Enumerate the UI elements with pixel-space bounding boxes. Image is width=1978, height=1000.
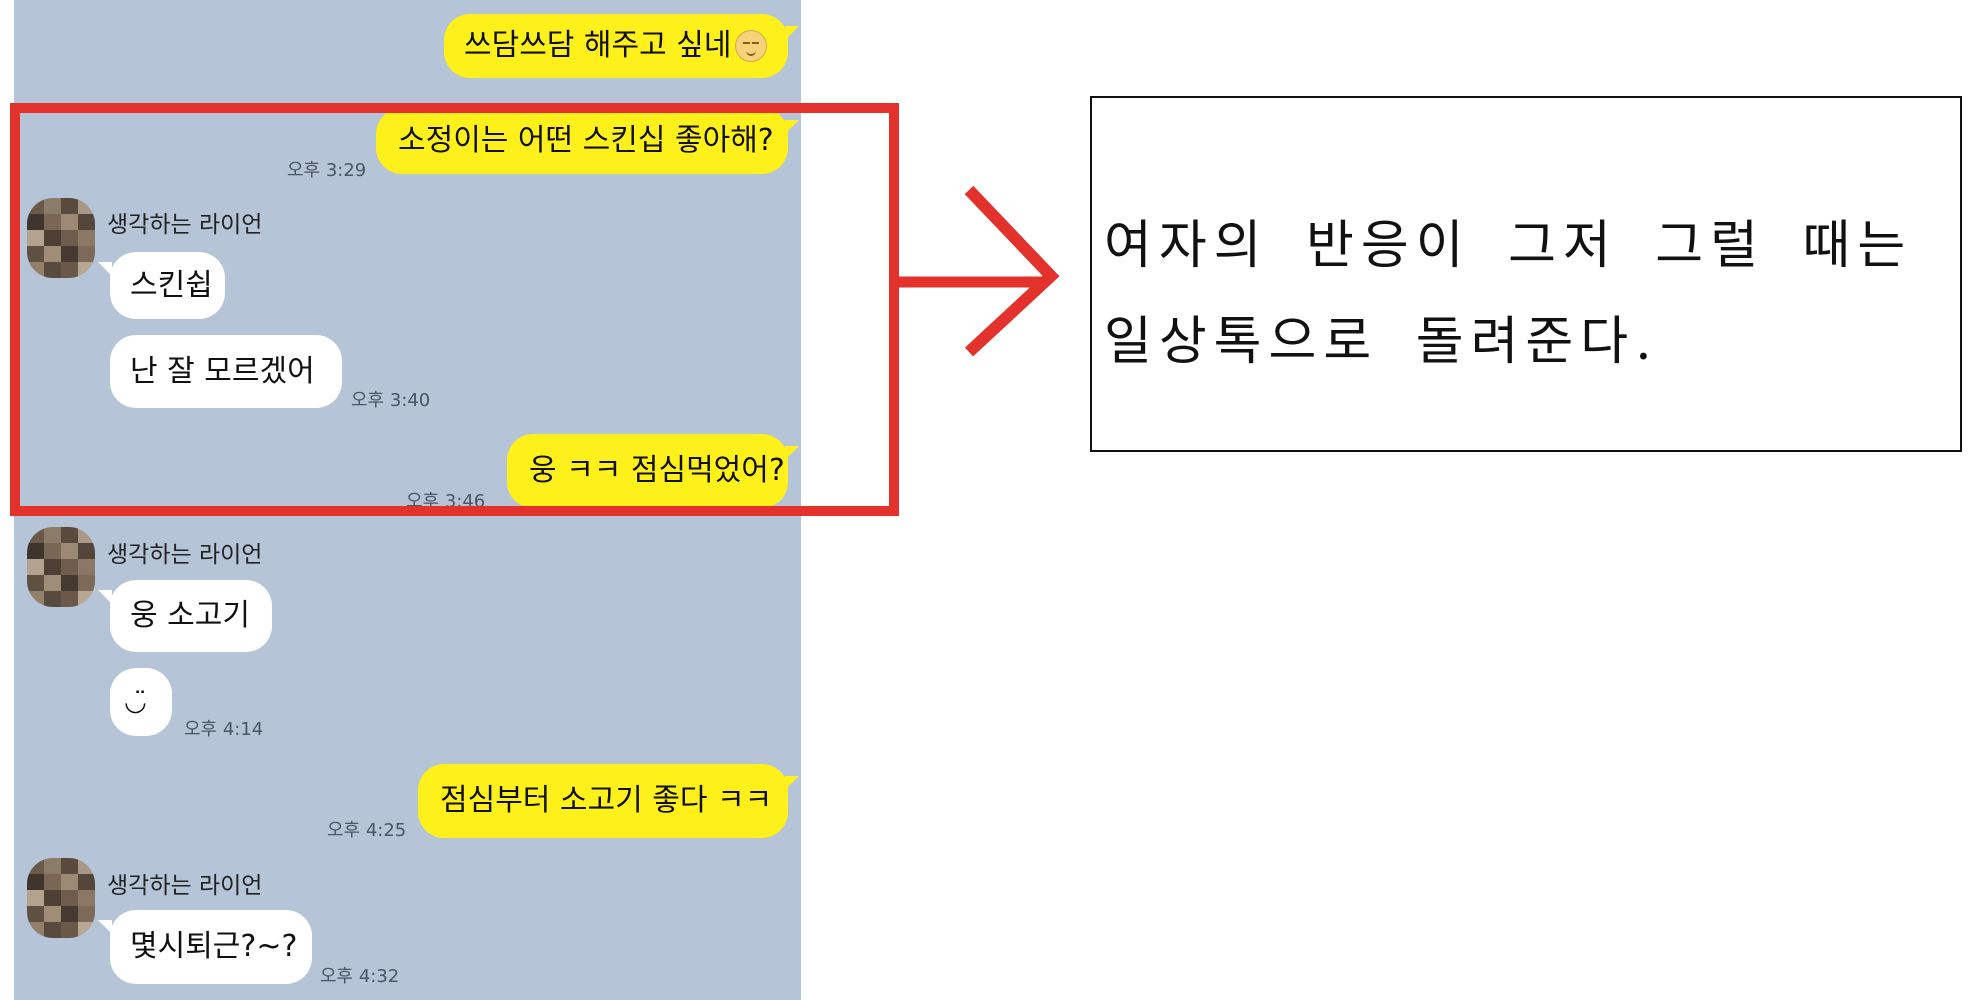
sender-name: 생각하는 라이언 — [107, 542, 263, 568]
chat-window: 쓰담쓰담 해주고 싶네 소정이는 어떤 스킨십 좋아해? 오후 3:29 생각하… — [14, 0, 801, 1000]
message-text: 쓰담쓰담 해주고 싶네 — [464, 28, 732, 63]
chat-bubble-incoming[interactable]: ◡̈ — [110, 668, 172, 736]
chat-bubble-outgoing[interactable]: 점심부터 소고기 좋다 ㅋㅋ — [418, 764, 788, 838]
sender-avatar[interactable] — [27, 527, 95, 607]
sender-name: 생각하는 라이언 — [107, 212, 263, 238]
sender-avatar[interactable] — [27, 198, 95, 278]
smiling-face-icon — [735, 30, 768, 62]
message-text: 난 잘 모르겠어 — [130, 353, 315, 389]
message-timestamp: 오후 4:25 — [327, 820, 407, 841]
arrow-right-icon — [899, 185, 1059, 357]
chat-bubble-outgoing[interactable]: 소정이는 어떤 스킨십 좋아해? — [376, 108, 788, 174]
message-text: 웅 ㅋㅋ 점심먹었어? — [529, 453, 785, 488]
message-text: 점심부터 소고기 좋다 ㅋㅋ — [440, 783, 773, 818]
message-timestamp: 오후 3:40 — [351, 390, 431, 411]
chat-bubble-incoming[interactable]: 스킨쉽 — [110, 252, 225, 319]
sender-avatar[interactable] — [27, 858, 95, 938]
message-text: 소정이는 어떤 스킨십 좋아해? — [398, 123, 774, 158]
chat-bubble-outgoing[interactable]: 웅 ㅋㅋ 점심먹었어? — [507, 434, 788, 508]
annotation-note: 여자의 반응이 그저 그럴 때는 일상톡으로 돌려준다. — [1090, 96, 1962, 452]
note-line: 여자의 반응이 그저 그럴 때는 — [1104, 216, 1913, 276]
message-text: ◡̈ — [124, 687, 147, 717]
chat-bubble-incoming[interactable]: 웅 소고기 — [110, 580, 272, 652]
chat-bubble-incoming[interactable]: 난 잘 모르겠어 — [110, 335, 342, 408]
highlight-box — [10, 103, 899, 516]
message-text: 웅 소고기 — [130, 598, 250, 633]
chat-bubble-incoming[interactable]: 몇시퇴근?~? — [110, 910, 312, 984]
message-timestamp: 오후 4:32 — [320, 966, 400, 987]
message-timestamp: 오후 4:14 — [184, 719, 264, 740]
chat-bubble-outgoing[interactable]: 쓰담쓰담 해주고 싶네 — [444, 14, 788, 78]
sender-name: 생각하는 라이언 — [107, 873, 263, 899]
message-text: 스킨쉽 — [130, 267, 213, 303]
message-text: 몇시퇴근?~? — [130, 929, 298, 964]
message-timestamp: 오후 3:29 — [287, 160, 367, 181]
note-line: 일상톡으로 돌려준다. — [1104, 312, 1659, 372]
